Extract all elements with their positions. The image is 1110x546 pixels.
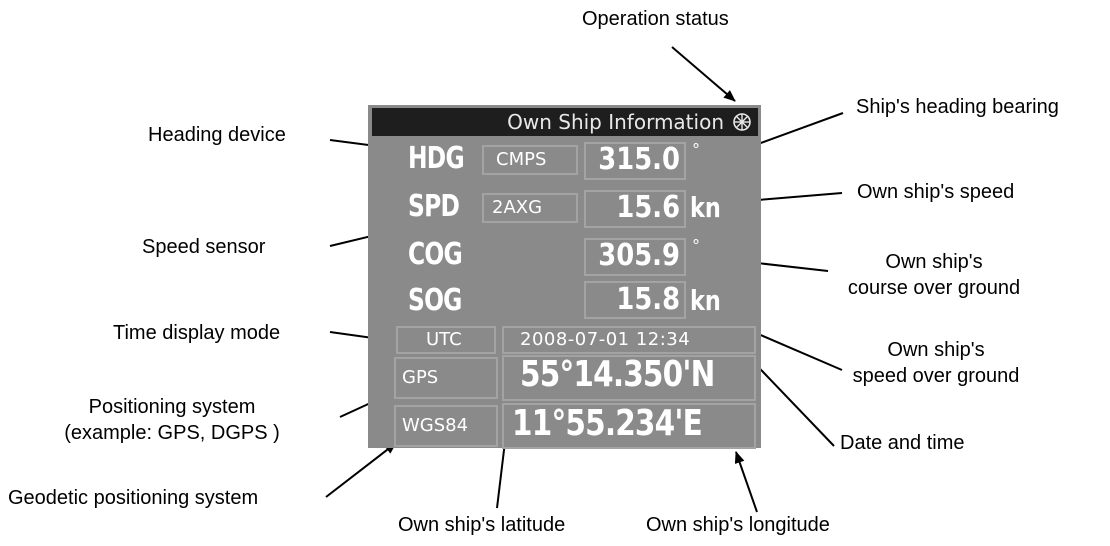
sog-label: SOG (408, 283, 462, 318)
spd-value-box (584, 190, 686, 228)
spd-source-box (482, 193, 578, 223)
arrow-geodetic (325, 442, 397, 498)
time-mode-box (396, 326, 496, 354)
cog-label: COG (408, 237, 463, 272)
longitude-value: 11°55.234'E (512, 403, 703, 444)
longitude-box (502, 403, 756, 449)
callout-positioning-line2: (example: GPS, DGPS ) (64, 422, 280, 444)
callout-cog-line2: course over ground (847, 277, 1021, 299)
callout-latitude: Own ship's latitude (398, 514, 566, 536)
callout-heading-bearing: Ship's heading bearing (856, 96, 1059, 118)
callout-longitude: Own ship's longitude (646, 514, 830, 536)
geodetic-system: WGS84 (402, 415, 469, 436)
positioning-system: GPS (402, 367, 439, 388)
positioning-system-box (394, 357, 498, 399)
latitude-box (502, 355, 756, 401)
sog-unit: kn (690, 284, 721, 317)
callout-cog-line1: Own ship's (885, 251, 983, 273)
arrow-longitude (734, 451, 758, 513)
own-ship-information-panel (368, 105, 761, 448)
cog-unit: ° (692, 236, 700, 255)
callout-geodetic: Geodetic positioning system (8, 487, 259, 509)
spd-value: 15.6 (616, 190, 680, 225)
hdg-value: 315.0 (598, 142, 680, 177)
callout-speed-sensor: Speed sensor (142, 236, 266, 258)
datetime: 2008-07-01 12:34 (520, 329, 691, 350)
callout-sog-line2: speed over ground (852, 365, 1020, 387)
callout-own-speed: Own ship's speed (857, 181, 1015, 203)
hdg-source-box (482, 145, 578, 175)
arrow-operation-status (671, 46, 736, 102)
callout-cog: Own ship's course over ground (824, 249, 1044, 301)
hdg-value-box (584, 142, 686, 180)
geodetic-system-box (394, 405, 498, 447)
callout-heading-device: Heading device (148, 124, 286, 146)
callout-sog-line1: Own ship's (887, 339, 985, 361)
hdg-label: HDG (408, 141, 465, 176)
callout-positioning: Positioning system (example: GPS, DGPS ) (52, 394, 292, 446)
hdg-source: CMPS (496, 149, 547, 170)
operation-status-icon (733, 113, 751, 131)
latitude-value: 55°14.350'N (520, 354, 715, 395)
sog-value-box (584, 281, 686, 319)
hdg-unit: ° (692, 140, 700, 159)
spd-source: 2AXG (492, 197, 543, 218)
callout-positioning-line1: Positioning system (88, 396, 256, 418)
time-mode: UTC (426, 329, 462, 350)
cog-value: 305.9 (598, 238, 680, 273)
panel-title: Own Ship Information (507, 110, 724, 134)
callout-sog: Own ship's speed over ground (836, 337, 1036, 389)
spd-label: SPD (408, 189, 460, 224)
callout-operation-status: Operation status (582, 8, 729, 30)
panel-title-bar: Own Ship Information (372, 108, 758, 136)
callout-date-time: Date and time (840, 432, 965, 454)
datetime-box (502, 326, 756, 354)
spd-unit: kn (690, 191, 721, 224)
sog-value: 15.8 (616, 282, 680, 317)
callout-time-display-mode: Time display mode (113, 322, 281, 344)
cog-value-box (584, 238, 686, 276)
